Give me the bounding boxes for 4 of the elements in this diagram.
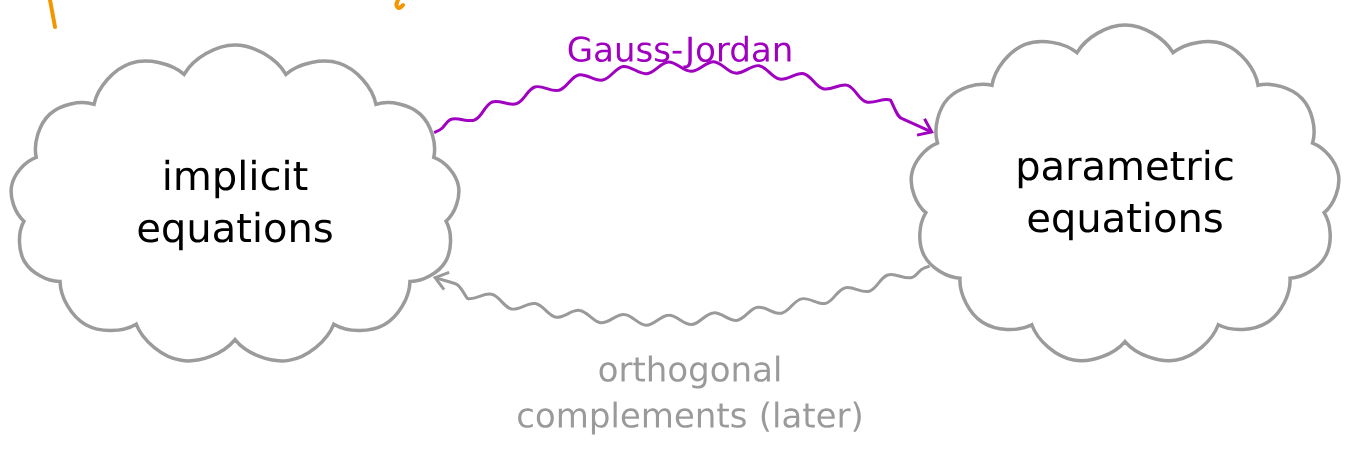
- edge-label: Gauss-Jordan: [568, 35, 791, 69]
- edge-label: orthogonal complements (later): [518, 355, 861, 435]
- wavy-arrow: [433, 60, 934, 137]
- wavy-arrow: [432, 264, 931, 327]
